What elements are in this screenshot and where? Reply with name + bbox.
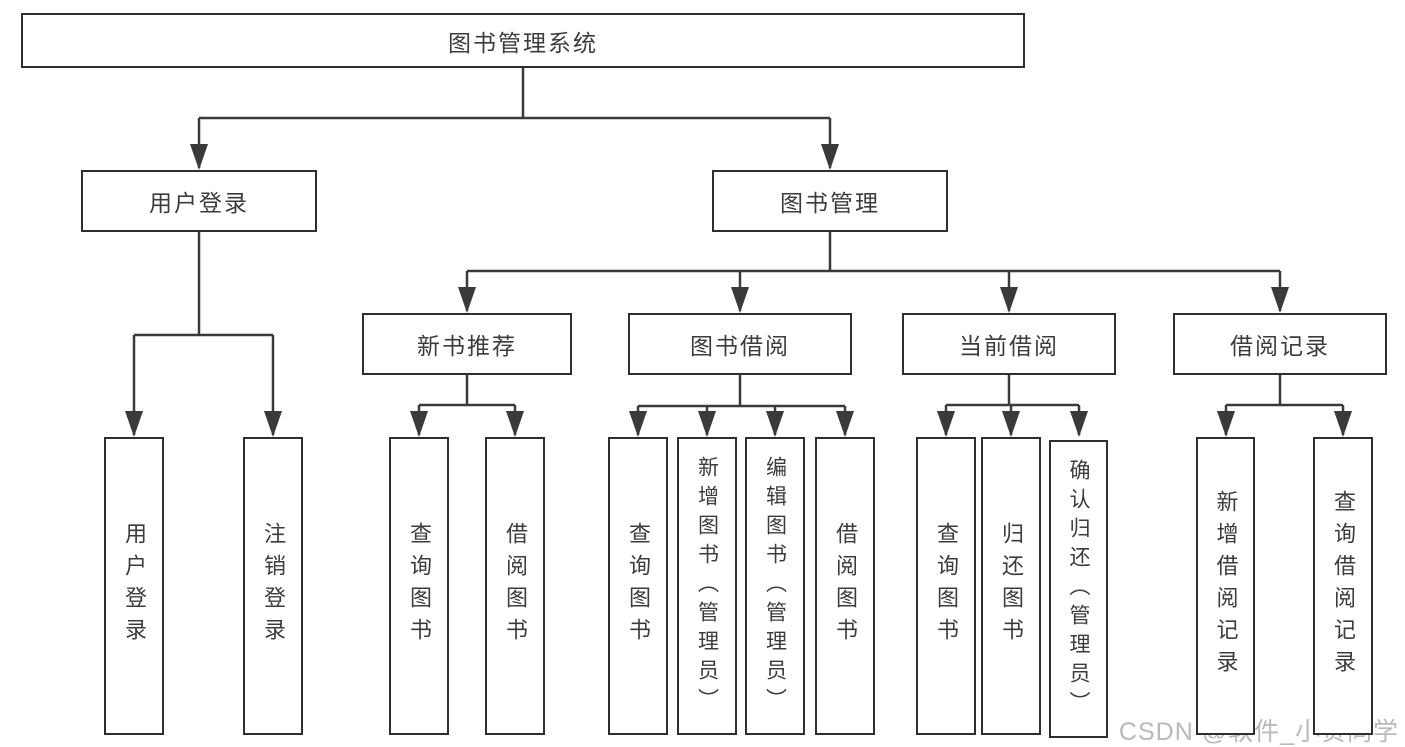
trunk-user-login: [134, 232, 273, 337]
leaf-query-borrow-record: 查询借阅记录: [1313, 437, 1373, 735]
trunk-borrow-record: [1226, 375, 1343, 407]
leaf-return-book: 归还图书: [981, 437, 1041, 735]
leaf-edit-book-admin: 编辑图书（管理员）: [745, 437, 805, 735]
node-user-login: 用户登录: [81, 170, 317, 232]
trunk-book-mgmt: [467, 232, 1280, 273]
node-current-borrow: 当前借阅: [902, 313, 1116, 375]
node-book-borrow: 图书借阅: [628, 313, 852, 375]
node-new-book-recommend: 新书推荐: [362, 313, 572, 375]
leaf-add-book-admin: 新增图书（管理员）: [677, 437, 737, 735]
trunk-book-borrow: [638, 375, 845, 408]
node-borrow-record: 借阅记录: [1173, 313, 1387, 375]
trunk-new-book: [419, 375, 515, 407]
leaf-borrow-book: 借阅图书: [485, 437, 545, 735]
leaf-user-login: 用户登录: [104, 437, 164, 735]
leaf-add-borrow-record: 新增借阅记录: [1196, 437, 1255, 735]
node-book-management: 图书管理: [712, 170, 948, 232]
node-root-library-system: 图书管理系统: [21, 13, 1025, 68]
leaf-borrow-book: 借阅图书: [815, 437, 875, 735]
trunk-current-borrow: [946, 375, 1079, 407]
leaf-logout: 注销登录: [243, 437, 303, 735]
leaf-query-book: 查询图书: [608, 437, 668, 735]
leaf-query-book: 查询图书: [389, 437, 449, 735]
leaf-confirm-return-admin: 确认归还（管理员）: [1049, 440, 1108, 738]
leaf-query-book: 查询图书: [916, 437, 976, 735]
trunk-root: [199, 68, 830, 120]
